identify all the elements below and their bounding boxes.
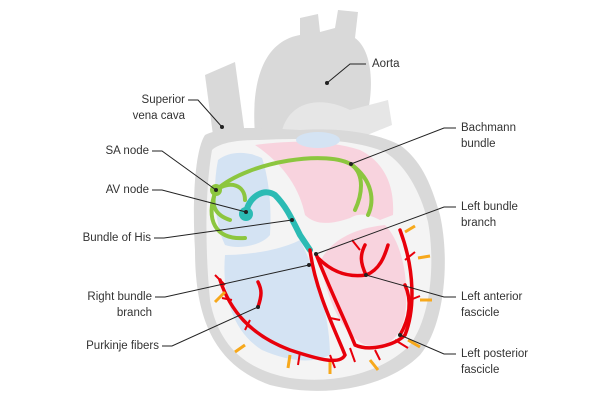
- leader-lines: [152, 63, 456, 355]
- right-ventricle: [224, 240, 330, 361]
- label-av-node: AV node: [105, 184, 149, 196]
- label-line: Superior: [141, 94, 185, 106]
- internodal-pathways: [209, 156, 374, 241]
- label-sa-node: SA node: [105, 145, 149, 157]
- pulmonary-vein: [296, 132, 340, 148]
- label-line: Right bundle: [87, 291, 152, 303]
- label-purkinje-fibers: Purkinje fibers: [86, 340, 159, 352]
- bundle-of-his: [243, 189, 313, 253]
- leader-dots: [214, 81, 402, 337]
- right-atrium: [214, 152, 271, 247]
- label-superior-vena-cava: Superior vena cava: [133, 92, 185, 124]
- label-left-posterior-fascicle: Left posterior fascicle: [461, 346, 528, 378]
- label-line: branch: [116, 307, 152, 319]
- label-line: vena cava: [132, 110, 185, 122]
- label-left-anterior-fascicle: Left anterior fascicle: [461, 289, 522, 321]
- label-line: fascicle: [461, 364, 500, 376]
- label-left-bundle-branch: Left bundle branch: [461, 199, 518, 231]
- label-right-bundle-branch: Right bundle branch: [87, 289, 152, 321]
- purkinje-fibers: [214, 239, 421, 369]
- label-line: Left posterior: [461, 348, 529, 360]
- label-line: branch: [461, 217, 497, 229]
- label-bachmann-bundle: Bachmann bundle: [461, 120, 516, 152]
- label-line: Bachmann: [461, 122, 516, 134]
- label-line: bundle: [461, 138, 496, 150]
- bundle-branches: [218, 228, 414, 363]
- depolarization-arrows: [213, 224, 432, 374]
- label-line: fascicle: [461, 307, 500, 319]
- label-line: Left bundle: [461, 201, 518, 213]
- label-aorta: Aorta: [372, 58, 400, 70]
- label-line: Left anterior: [461, 291, 523, 303]
- superior-vena-cava: [205, 62, 245, 150]
- label-bundle-of-his: Bundle of His: [82, 232, 151, 244]
